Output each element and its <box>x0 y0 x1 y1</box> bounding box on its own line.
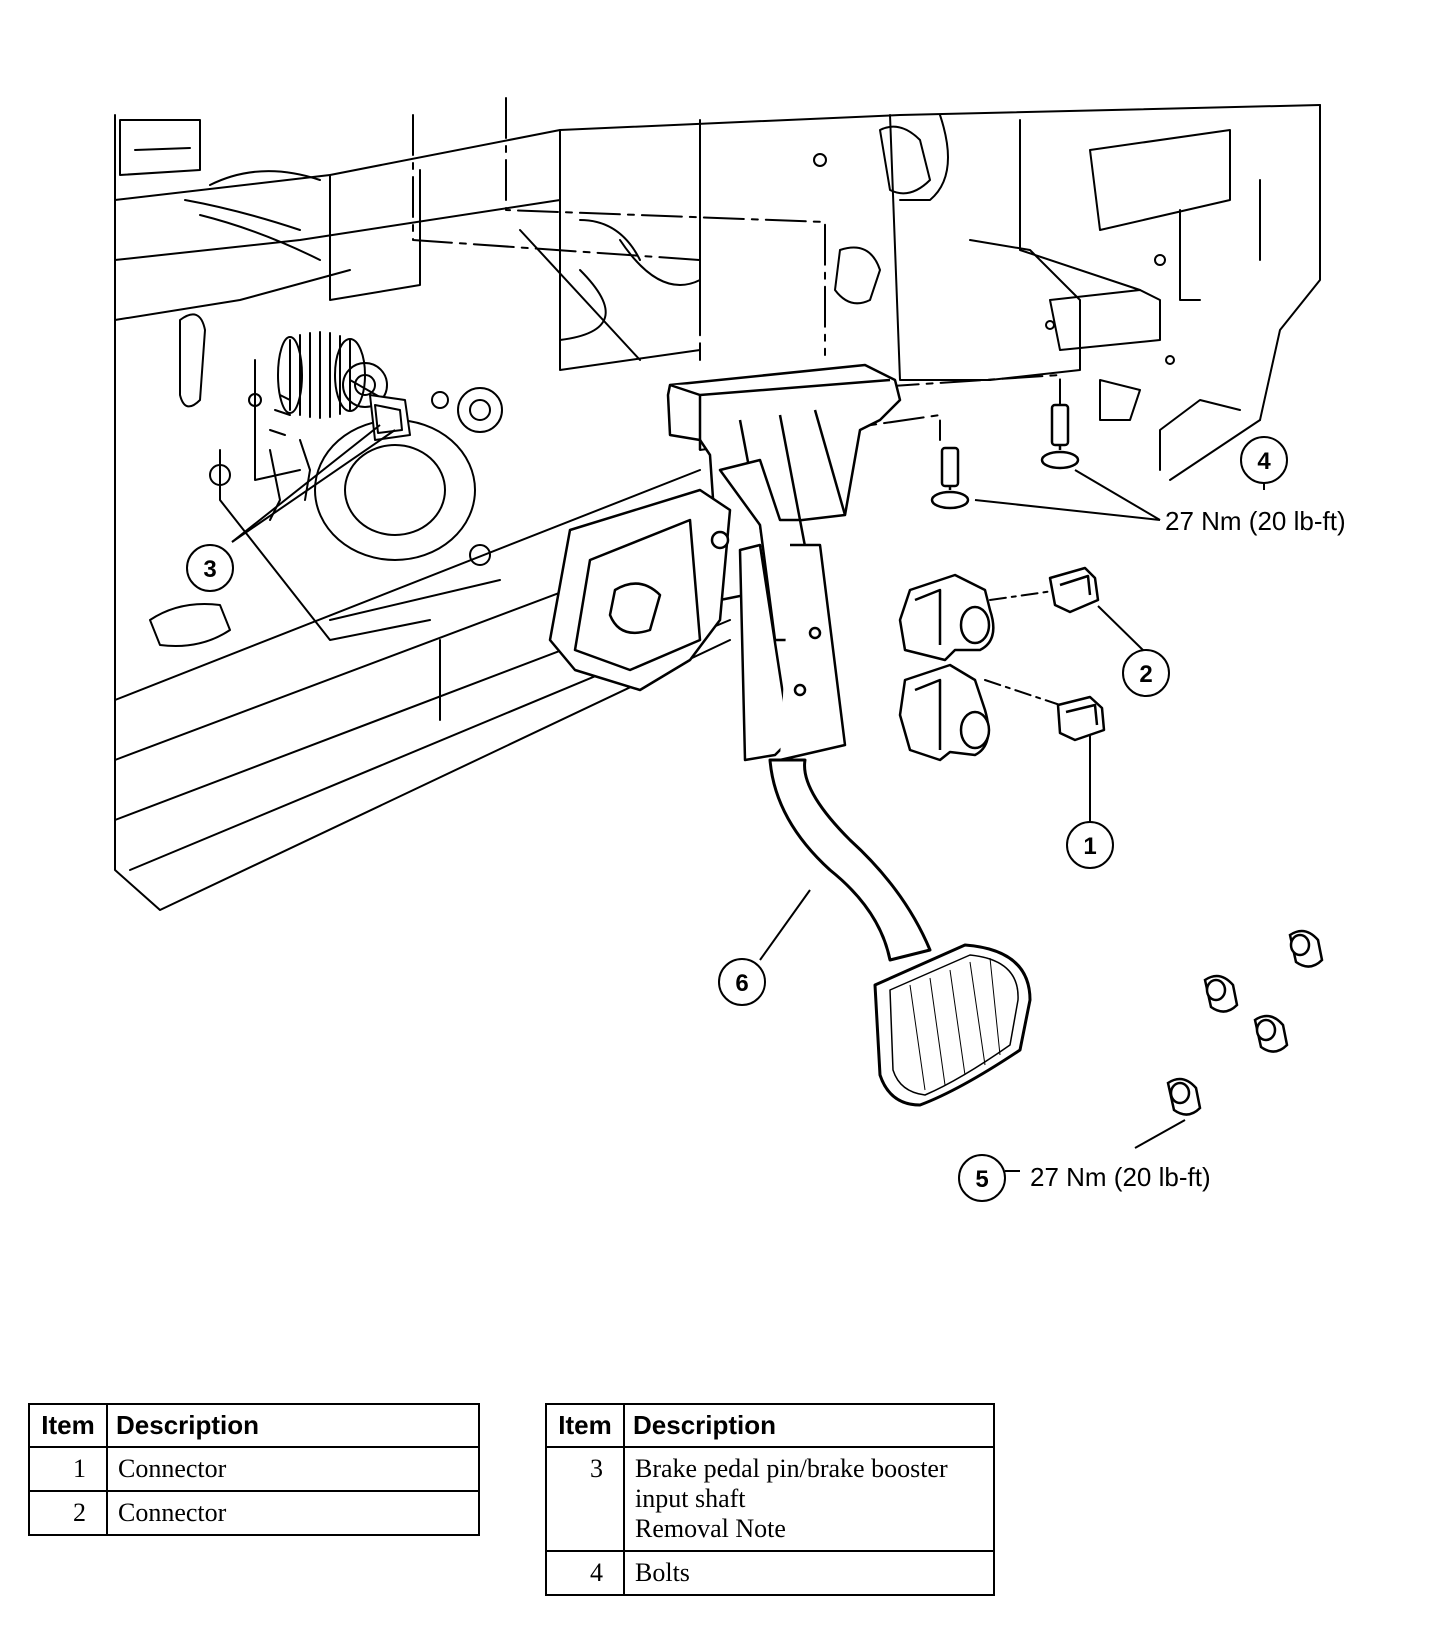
svg-text:6: 6 <box>735 970 748 997</box>
callout-5: 5 <box>958 1154 1006 1202</box>
svg-text:4: 4 <box>1257 448 1271 475</box>
item-description: Connector <box>106 1490 480 1536</box>
table-row: 1 Connector <box>28 1446 480 1492</box>
item-number: 4 <box>545 1550 625 1596</box>
callout-3: 3 <box>186 544 234 592</box>
nut-4 <box>1166 1077 1202 1116</box>
description-line: Brake pedal pin/brake booster <box>635 1454 948 1483</box>
brake-pedal-pad <box>873 943 1032 1107</box>
legend-table-right: Item Description 3 Brake pedal pin/brake… <box>545 1403 995 1596</box>
table-row: 3 Brake pedal pin/brake booster input sh… <box>545 1446 995 1552</box>
item-number: 1 <box>28 1446 108 1492</box>
svg-text:1: 1 <box>1083 833 1096 860</box>
description-line: Removal Note <box>635 1514 786 1543</box>
column-header-description: Description <box>106 1403 480 1448</box>
nut-2 <box>1203 974 1239 1013</box>
description-line: Bolts <box>635 1558 690 1587</box>
svg-text:2: 2 <box>1139 661 1152 688</box>
legend-table-left: Item Description 1 Connector 2 Connector <box>28 1403 480 1536</box>
leader-lines <box>231 424 1265 1172</box>
table-header-row: Item Description <box>28 1403 480 1448</box>
brake-pedal-arm <box>768 758 1032 1107</box>
torque-spec-nuts: 27 Nm (20 lb-ft) <box>1030 1162 1211 1192</box>
callout-1: 1 <box>1066 821 1114 869</box>
description-line: input shaft <box>635 1484 746 1513</box>
svg-text:3: 3 <box>203 556 216 583</box>
column-header-item: Item <box>545 1403 625 1448</box>
connector-2 <box>1048 566 1100 614</box>
table-header-row: Item Description <box>545 1403 995 1448</box>
pedal-bracket <box>548 363 902 762</box>
callout-4: 4 <box>1240 436 1288 484</box>
bolts-and-nuts <box>930 403 1324 1116</box>
item-number: 3 <box>545 1446 625 1552</box>
stoplamp-switches <box>898 566 1106 762</box>
column-header-description: Description <box>623 1403 995 1448</box>
nut-3 <box>1253 1014 1289 1053</box>
callout-6: 6 <box>718 958 766 1006</box>
firewall-structure <box>114 97 1321 911</box>
item-number: 2 <box>28 1490 108 1536</box>
callout-2: 2 <box>1122 649 1170 697</box>
item-description: Brake pedal pin/brake booster input shaf… <box>623 1446 995 1552</box>
nut-1 <box>1288 929 1324 968</box>
item-description: Connector <box>106 1446 480 1492</box>
item-description: Bolts <box>623 1550 995 1596</box>
column-header-item: Item <box>28 1403 108 1448</box>
callouts: 1 2 3 4 5 6 <box>186 436 1288 1202</box>
svg-text:5: 5 <box>975 1166 988 1193</box>
torque-spec-bolts: 27 Nm (20 lb-ft) <box>1165 506 1346 536</box>
table-row: 2 Connector <box>28 1490 480 1536</box>
brake-pedal-assembly-diagram: 1 2 3 4 5 6 27 Nm (20 lb-ft) 27 Nm (20 l… <box>114 97 1346 1202</box>
table-row: 4 Bolts <box>545 1550 995 1596</box>
